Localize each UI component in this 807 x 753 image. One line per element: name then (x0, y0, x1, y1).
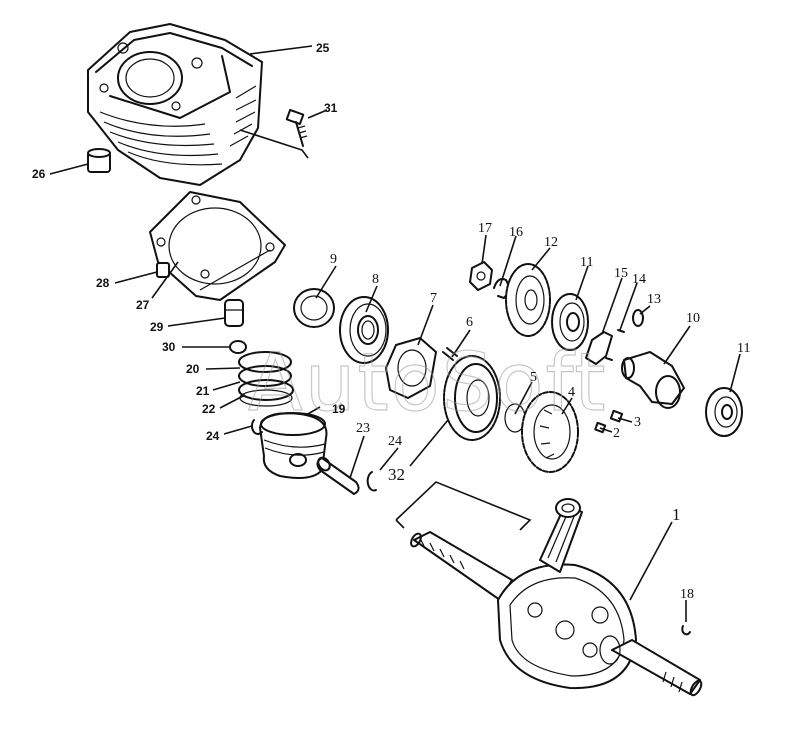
piston-pin (316, 456, 360, 495)
callout-32: 32 (388, 465, 405, 484)
callout-10: 10 (686, 311, 700, 326)
timing-gear (443, 355, 501, 441)
callout-20: 20 (186, 362, 200, 376)
callout-24-right: 24 (388, 434, 402, 449)
callout-31: 31 (324, 101, 338, 115)
camshaft (621, 351, 685, 409)
callout-15: 15 (614, 266, 628, 281)
chain-guide-pin (224, 299, 244, 327)
callout-13: 13 (647, 292, 661, 307)
crank-clip (681, 625, 691, 636)
piston (259, 412, 328, 479)
clutch-spring (609, 409, 624, 423)
shaft-nut (469, 261, 493, 291)
callout-30: 30 (162, 340, 176, 354)
callout-27: 27 (136, 298, 150, 312)
drive-sprocket (505, 263, 551, 337)
callout-8: 8 (372, 272, 379, 287)
bearing-plate (385, 337, 437, 399)
oil-seal (293, 288, 335, 328)
cam-screws (605, 329, 625, 361)
callout-25: 25 (316, 41, 330, 55)
callout-23: 23 (356, 421, 370, 436)
bearing-left (339, 296, 389, 364)
callout-29: 29 (150, 320, 164, 334)
callout-7: 7 (430, 291, 437, 306)
callout-16: 16 (509, 225, 523, 240)
callout-11-top: 11 (580, 255, 593, 270)
callout-6: 6 (466, 315, 473, 330)
callout-9: 9 (330, 252, 337, 267)
callout-11-right: 11 (737, 341, 750, 356)
cylinder-gasket (149, 191, 286, 301)
callout-24-left: 24 (206, 429, 220, 443)
crankshaft (410, 498, 703, 697)
callout-28: 28 (96, 276, 110, 290)
camshaft-bearing (705, 387, 743, 437)
seal-plug (229, 340, 247, 354)
callout-26: 26 (32, 167, 46, 181)
dowel-pin (87, 148, 111, 173)
oil-pump-drive-plate (585, 331, 613, 365)
callout-5: 5 (530, 370, 537, 385)
cylinder-block (87, 23, 263, 186)
gasket-dowel (156, 262, 170, 278)
cylinder-bolt (285, 108, 308, 147)
watermark-text: AutoSoft (248, 336, 608, 429)
callout-labels: 25 31 26 28 27 29 30 20 21 22 19 24 23 2… (32, 41, 750, 602)
piston-pin-clip-right (366, 471, 377, 492)
callout-14: 14 (632, 272, 646, 287)
callout-1: 1 (672, 505, 681, 524)
callout-22: 22 (202, 402, 216, 416)
bearing-right (551, 293, 589, 351)
callout-4: 4 (568, 385, 575, 400)
callout-21: 21 (196, 384, 210, 398)
callout-12: 12 (544, 235, 558, 250)
callout-3: 3 (634, 415, 641, 430)
leader-lines (49, 45, 741, 622)
callout-2: 2 (613, 426, 620, 441)
callout-17: 17 (478, 221, 492, 236)
piston-pin-clip-left (250, 419, 263, 435)
callout-18: 18 (680, 587, 694, 602)
callout-19: 19 (332, 402, 346, 416)
plate-screw (442, 347, 458, 361)
